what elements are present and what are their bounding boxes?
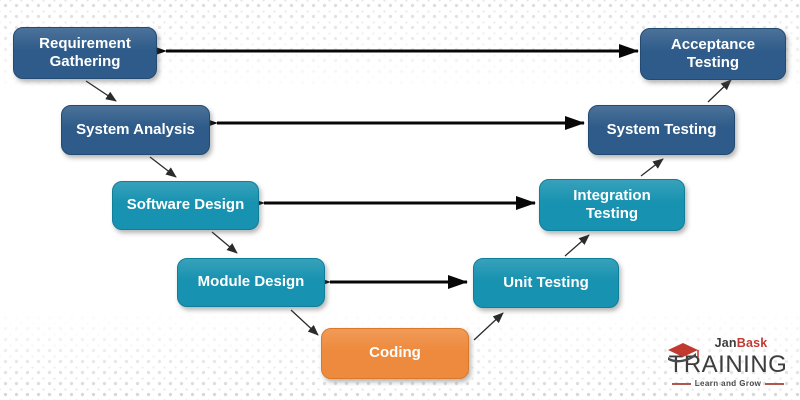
box-label: Requirement Gathering [39, 34, 131, 70]
arrow-requirement-to-analysis [85, 80, 117, 102]
box-unit-testing: Unit Testing [473, 258, 619, 308]
box-module-design: Module Design [177, 258, 325, 307]
box-acceptance-testing: Acceptance Testing [640, 28, 786, 80]
logo-tagline: Learn and Grow [664, 379, 792, 388]
box-coding: Coding [321, 328, 469, 379]
box-label: Software Design [126, 196, 245, 214]
logo-bask-text: Bask [736, 336, 768, 350]
arrow-systemtesting-to-acceptance [707, 79, 732, 103]
box-label: Coding [369, 344, 421, 362]
box-integration-testing: Integration Testing [539, 179, 685, 231]
tagline-text: Learn and Grow [694, 379, 762, 388]
box-label: Acceptance Testing [670, 35, 756, 71]
arrow-coding-to-unittesting [473, 312, 504, 341]
janbask-logo: JanBask TRAINING Learn and Grow [664, 336, 792, 388]
arrow-module-to-coding [290, 309, 319, 336]
box-system-testing: System Testing [588, 105, 735, 155]
box-label: Integration Testing [573, 186, 651, 222]
tagline-dash-right [765, 382, 785, 385]
arrow-design-to-module [211, 231, 238, 254]
logo-jan-text: Jan [714, 336, 737, 350]
arrow-analysis-to-design [149, 156, 177, 178]
graduation-cap-icon [668, 343, 699, 363]
box-label: Module Design [197, 273, 305, 291]
box-requirement-gathering: Requirement Gathering [13, 27, 157, 79]
box-software-design: Software Design [112, 181, 259, 230]
logo-brand-name: JanBask [664, 336, 792, 352]
box-label: System Testing [606, 120, 717, 138]
box-label: System Analysis [76, 120, 195, 138]
logo-training-text: TRAINING [668, 351, 788, 378]
arrow-unittesting-to-integration [564, 234, 590, 257]
box-system-analysis: System Analysis [61, 105, 210, 155]
arrow-integration-to-systemtesting [640, 158, 664, 177]
box-label: Unit Testing [503, 273, 589, 291]
tagline-dash-left [671, 382, 691, 385]
